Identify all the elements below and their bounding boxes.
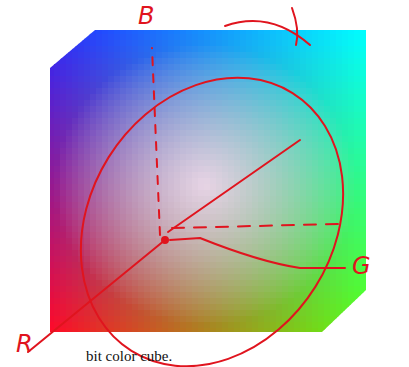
red-annotation <box>28 8 396 367</box>
figure-caption: bit color cube. <box>86 348 172 365</box>
axis-letter: G <box>352 254 371 278</box>
axis-letter: B <box>138 4 154 28</box>
axis-letter: R <box>16 332 33 356</box>
